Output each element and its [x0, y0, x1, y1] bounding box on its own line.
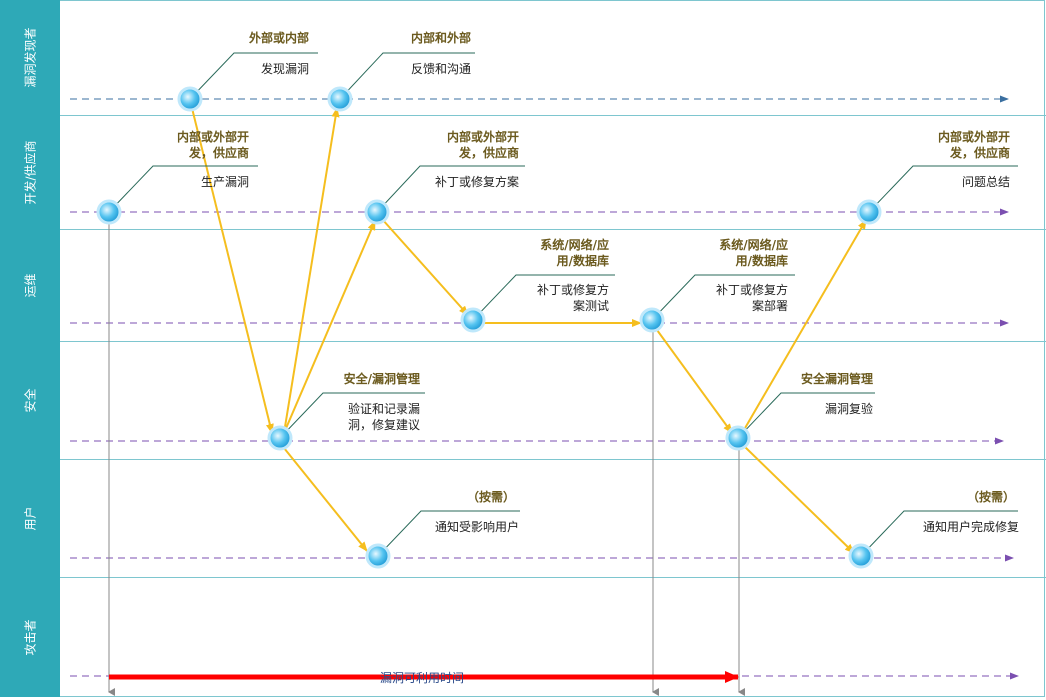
flow-arrow [656, 329, 733, 434]
lane-divider [60, 229, 1046, 230]
node-action: 验证和记录漏 洞，修复建议 [347, 402, 420, 432]
lane-divider [60, 577, 1046, 578]
node-action: 补丁或修复方 案测试 [536, 283, 609, 313]
event-node [364, 199, 390, 225]
flow-arrow [283, 220, 376, 434]
node-role: 内部或外部开 发，供应商 [937, 130, 1010, 160]
flow-arrow [189, 99, 274, 434]
node-action: 通知用户完成修复 [922, 520, 1019, 534]
node-action: 通知受影响用户 [434, 520, 519, 534]
event-node [848, 543, 874, 569]
flow-arrow [381, 218, 469, 316]
event-node [725, 425, 751, 451]
diagram-frame [60, 0, 1045, 697]
node-role: 系统/网络/应 用/数据库 [540, 238, 609, 268]
node-role: 系统/网络/应 用/数据库 [719, 238, 788, 268]
callout-leader [860, 510, 1018, 557]
lane-divider [60, 459, 1046, 460]
event-node [327, 86, 353, 112]
callout-leader [339, 52, 475, 100]
node-role: 外部或内部 [248, 31, 309, 45]
callout-leader [376, 165, 525, 213]
event-node [460, 307, 486, 333]
node-role: 内部或外部开 发，供应商 [446, 130, 519, 160]
node-action: 发现漏洞 [260, 62, 309, 76]
event-node [177, 86, 203, 112]
node-group [96, 86, 882, 569]
lane-divider [60, 341, 1046, 342]
event-node [639, 307, 665, 333]
event-node [856, 199, 882, 225]
exposure-label: 漏洞可利用时间 [380, 671, 465, 685]
flow-arrow [740, 219, 867, 436]
flow-arrow [283, 107, 340, 434]
node-action: 补丁或修复方 案部署 [715, 283, 788, 313]
node-action: 补丁或修复方案 [434, 175, 519, 189]
event-node [365, 543, 391, 569]
lane-divider [60, 115, 1046, 116]
flow-arrow [283, 447, 368, 552]
node-action: 反馈和沟通 [410, 62, 471, 76]
callout-leader [108, 165, 258, 213]
node-role: （按需） [966, 490, 1015, 504]
callout-leader [868, 165, 1018, 213]
callout-leader [377, 510, 520, 557]
callout-leader [472, 274, 615, 321]
callout-leader [737, 392, 875, 439]
node-action: 问题总结 [961, 175, 1010, 189]
event-node [96, 199, 122, 225]
callout-leader [651, 274, 795, 321]
node-role: （按需） [466, 490, 515, 504]
callout-leader [189, 52, 318, 100]
node-action: 生产漏洞 [200, 175, 249, 189]
node-role: 内部和外部 [410, 31, 471, 45]
node-role: 内部或外部开 发，供应商 [176, 130, 249, 160]
event-node [267, 425, 293, 451]
flow-arrow [743, 445, 855, 554]
node-role: 安全/漏洞管理 [343, 372, 420, 386]
callout-leader [279, 392, 425, 439]
node-action: 漏洞复验 [824, 402, 873, 416]
node-role: 安全漏洞管理 [800, 372, 873, 386]
lane-header-band [0, 0, 60, 697]
